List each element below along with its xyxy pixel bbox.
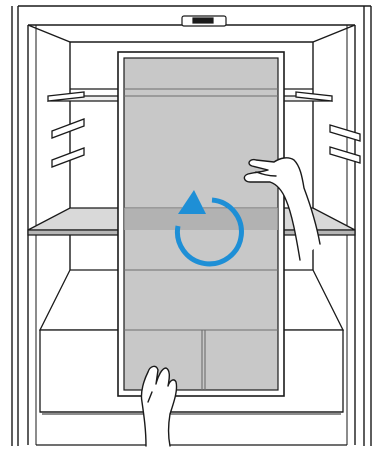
right-door-bins — [296, 92, 360, 163]
ceiling-left-depth — [28, 25, 70, 42]
ceiling-light — [182, 16, 226, 26]
glass-panel — [118, 52, 284, 396]
left-door-bins — [48, 92, 84, 167]
ceiling-right-depth — [313, 25, 355, 42]
